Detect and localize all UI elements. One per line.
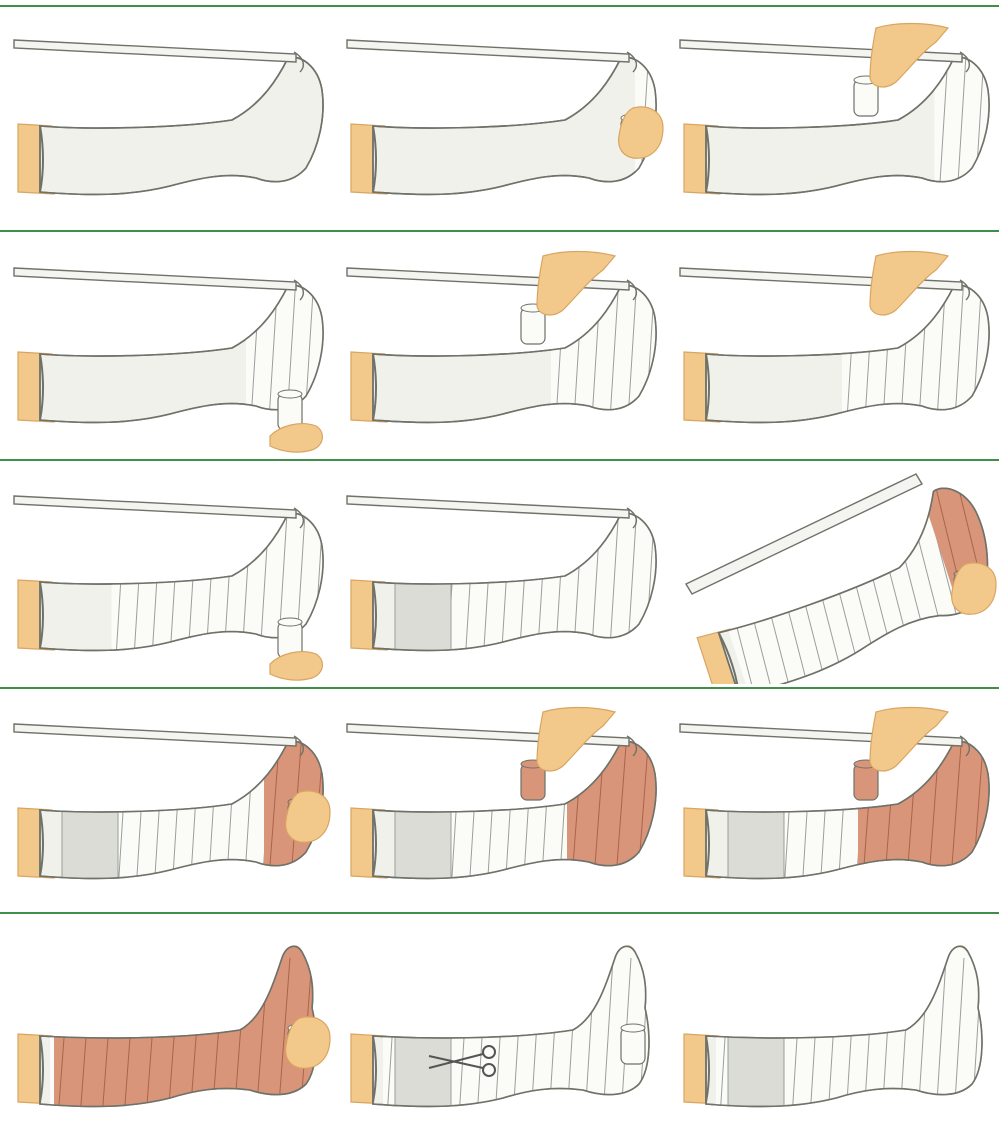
gauze-pad	[728, 1036, 784, 1106]
hand-icon	[952, 563, 996, 614]
gauze-pad	[395, 810, 451, 880]
step-panel-10	[0, 692, 333, 918]
step-panel-14	[333, 918, 666, 1144]
step-panel-13	[0, 918, 333, 1144]
hand-icon	[286, 791, 330, 842]
hand-icon	[270, 424, 322, 452]
leg-group	[18, 938, 333, 1128]
step-illustration	[333, 692, 666, 912]
step-panel-1	[0, 8, 333, 234]
leg-group	[18, 57, 323, 194]
support-bar-icon	[14, 40, 303, 72]
divider-line	[0, 5, 999, 7]
step-panel-11	[333, 692, 666, 918]
step-panel-2	[333, 8, 666, 234]
step-illustration	[666, 464, 999, 684]
step-illustration	[0, 918, 333, 1138]
step-illustration	[333, 918, 666, 1138]
gauze-pad	[395, 582, 451, 652]
step-panel-12	[666, 692, 999, 918]
step-illustration	[666, 692, 999, 912]
gauze-pad	[62, 810, 118, 880]
support-bar-icon	[14, 268, 303, 300]
step-illustration	[666, 236, 999, 456]
hand-icon	[270, 652, 322, 680]
step-illustration	[0, 692, 333, 912]
step-panel-4	[0, 236, 333, 462]
step-illustration	[0, 464, 333, 684]
step-panel-7	[0, 464, 333, 690]
gauze-pad	[395, 1036, 451, 1106]
hand-icon	[286, 1017, 330, 1068]
support-bar-icon	[14, 496, 303, 528]
leg-group	[684, 938, 999, 1128]
step-illustration	[0, 8, 333, 228]
step-panel-6	[666, 236, 999, 462]
support-bar-icon	[14, 724, 303, 756]
support-bar-icon	[347, 496, 636, 528]
support-bar-icon	[347, 40, 636, 72]
step-panel-15	[666, 918, 999, 1144]
step-illustration	[333, 464, 666, 684]
gauze-pad	[728, 810, 784, 880]
step-illustration	[0, 236, 333, 456]
step-panel-3	[666, 8, 999, 234]
leg-group	[351, 938, 666, 1128]
hand-icon	[619, 107, 663, 158]
step-illustration	[666, 918, 999, 1138]
step-panel-5	[333, 236, 666, 462]
step-illustration	[666, 8, 999, 228]
step-panel-8	[333, 464, 666, 690]
step-illustration	[333, 8, 666, 228]
step-illustration	[333, 236, 666, 456]
step-panel-9	[666, 464, 999, 690]
bandage-roll-icon	[621, 1024, 645, 1064]
